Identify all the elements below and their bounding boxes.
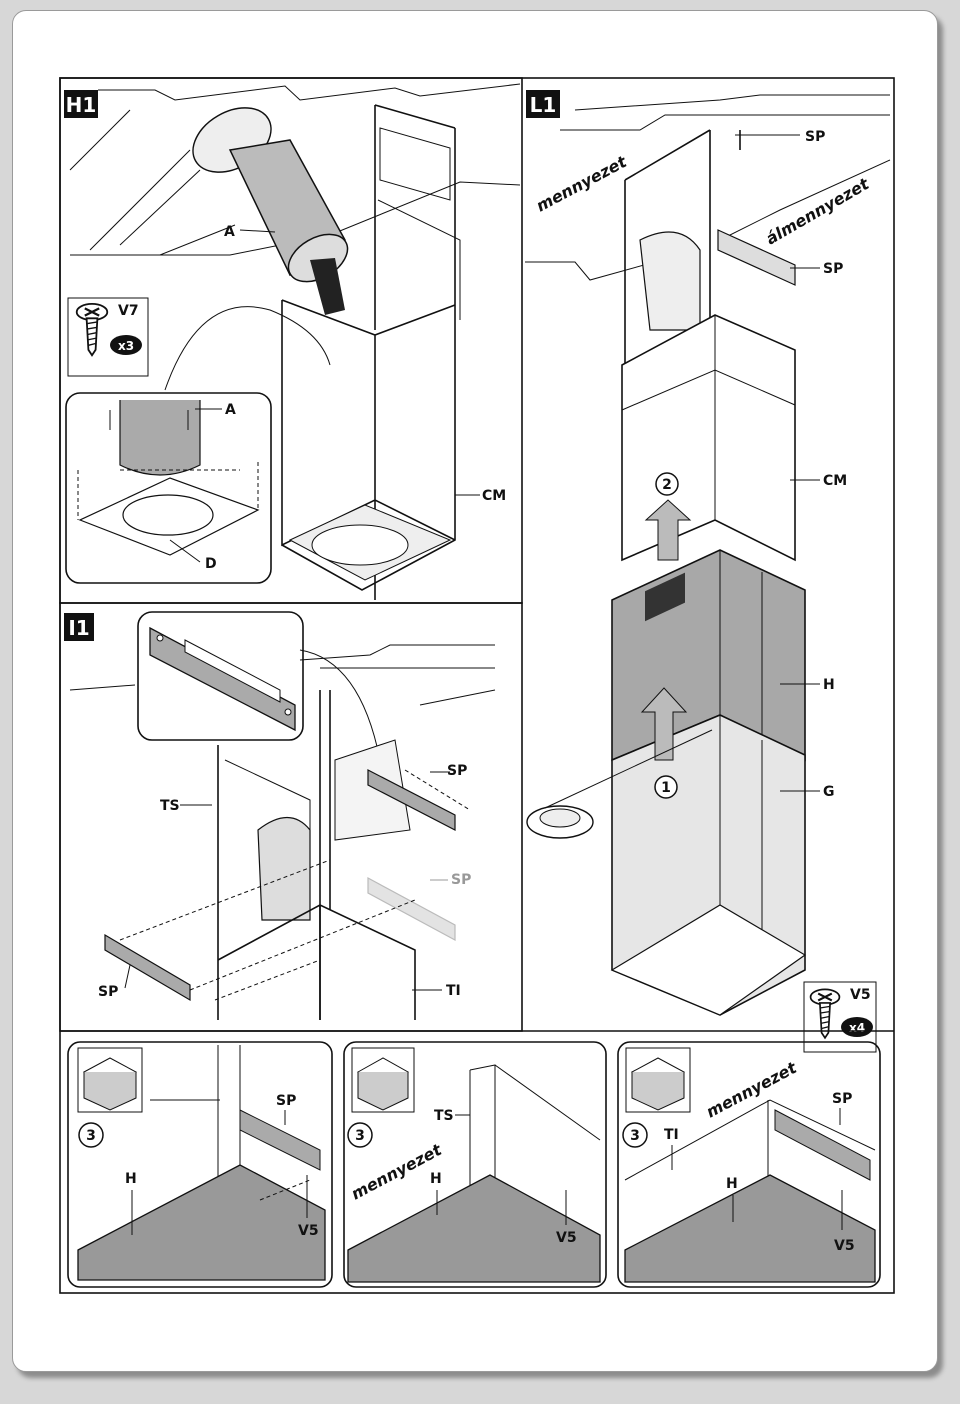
step-2-marker (655, 472, 679, 496)
label-sp-back: SP (451, 872, 471, 888)
arrow-step-2 (644, 499, 692, 561)
panel-l1-tag: L1 (530, 93, 557, 117)
bottom-1-step: 3 (86, 1128, 96, 1144)
bottom-3-label-sp: SP (832, 1091, 852, 1107)
label-ceiling-l1: mennyezet (533, 151, 631, 215)
bottom-1-label-h: H (125, 1171, 137, 1187)
label-sp-front: SP (447, 763, 467, 779)
chimney-frame-cm (281, 104, 461, 600)
duct-a (192, 107, 349, 315)
bottom-3-label-v5: V5 (834, 1238, 855, 1254)
bottom-3-label-ti: TI (664, 1127, 679, 1143)
panel-l1-tag-bg (526, 90, 560, 118)
screw-qty-v7: x3 (118, 339, 134, 353)
step-3-marker (78, 1122, 104, 1148)
panel-bottom-1: 3 SP H V5 (67, 1041, 333, 1288)
detail-inset-h1 (65, 392, 272, 584)
bottom-3-ceiling: mennyezet (703, 1057, 801, 1121)
bottom-1-label-v5: V5 (298, 1223, 319, 1239)
label-h: H (823, 677, 835, 693)
chimney-frame-l1 (621, 129, 796, 562)
bottom-2-label-h: H (430, 1171, 442, 1187)
panel-h1-tag-bg (64, 90, 98, 118)
label-sp-bottom: SP (98, 984, 118, 1000)
screw-box-v7 (67, 297, 149, 377)
bottom-3-label-h: H (726, 1176, 738, 1192)
label-a-top: A (224, 224, 235, 240)
label-d: D (205, 556, 217, 572)
label-a-detail: A (225, 402, 236, 418)
step-3-marker (622, 1122, 648, 1148)
detail-inset-i1 (137, 611, 304, 741)
sp-bracket-back (367, 876, 456, 942)
panel-i1-tag: I1 (68, 616, 89, 640)
sp-bracket-front (367, 769, 456, 831)
label-cm-h1: CM (482, 488, 506, 504)
chimney-frame-i1 (217, 690, 416, 1020)
label-g: G (823, 784, 835, 800)
qty-badge-v5 (841, 1017, 873, 1037)
chimney-cover-g (610, 714, 807, 1016)
screw-qty-v5: x4 (849, 1021, 865, 1035)
panel-h1-tag: H1 (66, 93, 97, 117)
label-sp-mid: SP (823, 261, 843, 277)
panel-bottom-3: 3 mennyezet SP TI H V5 (617, 1041, 881, 1288)
bottom-3-step: 3 (630, 1128, 640, 1144)
label-ti-i1: TI (446, 983, 461, 999)
ceiling-edge (98, 83, 521, 101)
step-2: 2 (662, 477, 672, 493)
panel-i1: I1 SP SP TS SP TI (59, 602, 523, 1032)
screw-icon (75, 302, 109, 357)
label-cm-l1: CM (823, 473, 847, 489)
step-1-marker (654, 775, 678, 799)
bottom-1-label-sp: SP (276, 1093, 296, 1109)
step-1: 1 (661, 780, 671, 796)
screw-box-v5 (803, 981, 877, 1053)
screw-name-v5: V5 (850, 987, 871, 1003)
panel-i1-tag-bg (64, 613, 94, 641)
bottom-2-label-v5: V5 (556, 1230, 577, 1246)
sp-bracket-bottom (104, 933, 191, 1002)
label-ts-i1: TS (160, 798, 180, 814)
bottom-2-step: 3 (355, 1128, 365, 1144)
panel-l1: L1 mennyezet álmennyezet SP SP CM 2 (525, 90, 891, 1053)
qty-badge-v7 (110, 335, 142, 355)
label-sp-top: SP (805, 129, 825, 145)
bottom-2-label-ts: TS (434, 1108, 454, 1124)
step-3-marker (347, 1122, 373, 1148)
screw-name-v7: V7 (118, 303, 139, 319)
panel-h1: H1 A CM V7 x (59, 77, 523, 604)
panel-bottom-2: 3 mennyezet TS H V5 (343, 1041, 607, 1288)
arrow-step-1 (640, 687, 688, 761)
